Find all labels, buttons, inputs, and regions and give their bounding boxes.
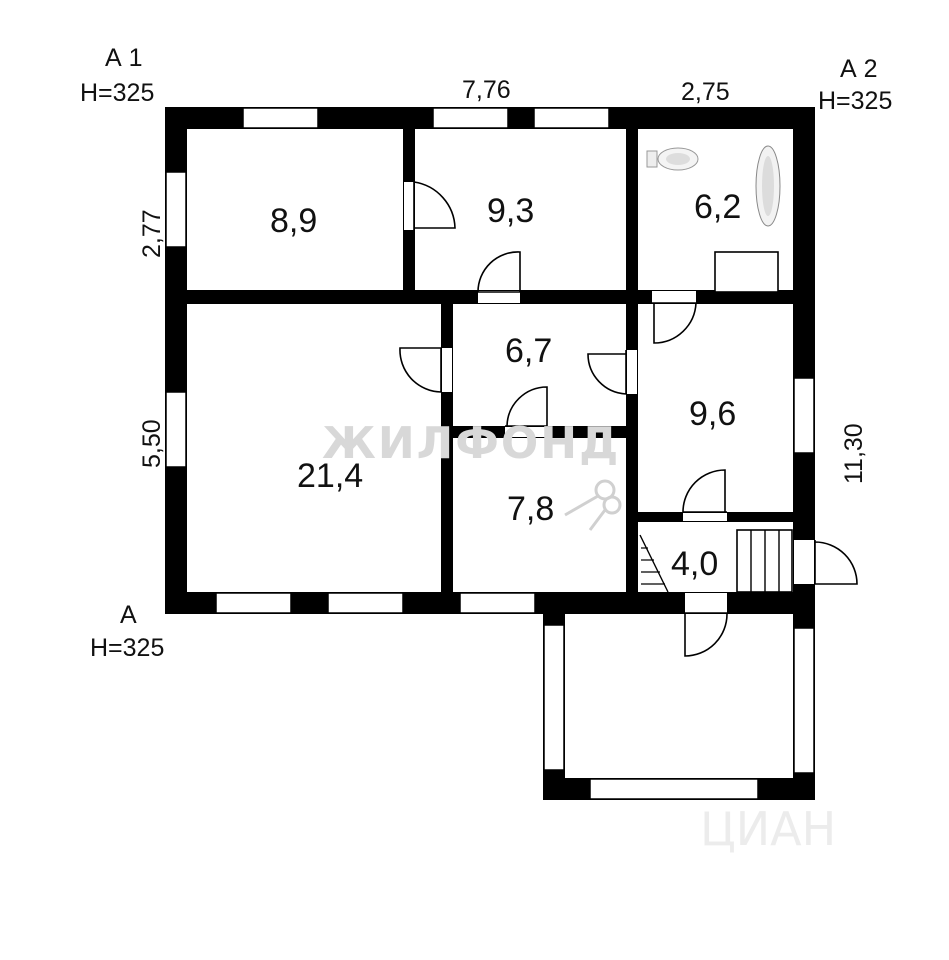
room-labels: 8,9 9,3 6,2 21,4 6,7 9,6 7,8 4,0 (270, 188, 741, 583)
door-93-hall (477, 251, 521, 293)
room-area-right: 9,6 (689, 395, 736, 433)
window-bottom-2 (327, 592, 404, 614)
dim-top-left: 7,76 (462, 76, 511, 104)
corner-a1-label: А 1 (105, 44, 143, 72)
dimension-labels: 7,76 2,75 2,77 5,50 11,30 (138, 76, 868, 484)
dim-left-lower: 5,50 (138, 419, 166, 468)
room-area-top-left: 8,9 (270, 202, 317, 240)
window-right-1 (793, 377, 815, 454)
window-bottom-1 (215, 592, 292, 614)
corner-a2-label: А 2 (840, 55, 878, 83)
room-area-kitchen: 7,8 (507, 490, 554, 528)
room-area-top-middle: 9,3 (487, 192, 534, 230)
room-area-living: 21,4 (297, 457, 363, 495)
window-top-2 (432, 107, 509, 129)
watermark-zhilfond: ЖИЛФОНД (322, 418, 620, 469)
door-89-93 (413, 181, 456, 230)
outer-walls (165, 107, 815, 614)
stairs-icon (639, 529, 793, 593)
window-veranda-bottom (589, 778, 759, 800)
sink-icon (714, 251, 779, 293)
window-top-1 (242, 107, 319, 129)
wall-right (793, 107, 815, 614)
dim-top-right: 2,75 (681, 78, 730, 106)
door-hall-kitchen (505, 386, 548, 427)
door-exterior (814, 540, 858, 585)
window-bottom-3 (459, 592, 536, 614)
corner-labels: А 1 H=325 А 2 H=325 А H=325 (80, 44, 892, 662)
dim-right-total: 11,30 (840, 423, 868, 484)
door-96-stair (682, 469, 727, 513)
window-left-1 (165, 171, 187, 248)
door-hall-96 (587, 350, 627, 395)
window-left-2 (165, 391, 187, 468)
room-area-hall: 6,7 (505, 332, 552, 370)
room-area-stair-hall: 4,0 (671, 545, 718, 583)
bathtub-icon (755, 145, 781, 227)
room-area-bathroom: 6,2 (694, 188, 741, 226)
corner-a1-height: H=325 (80, 79, 154, 107)
corner-a2-height: H=325 (818, 87, 892, 115)
windows (165, 107, 815, 800)
veranda-walls (543, 600, 815, 800)
door-bath (652, 302, 697, 344)
keys-icon (564, 479, 622, 531)
dim-left-upper: 2,77 (138, 209, 166, 258)
window-top-3 (533, 107, 610, 129)
doors (399, 181, 858, 657)
watermark-cian: ЦИАН (700, 802, 836, 856)
door-veranda (684, 612, 728, 657)
corner-a-label: А (120, 601, 137, 629)
door-living-hall (399, 347, 442, 393)
window-veranda-right (793, 627, 815, 774)
toilet-icon (646, 147, 699, 171)
window-veranda-left (543, 624, 565, 771)
corner-a-height: H=325 (90, 634, 164, 662)
